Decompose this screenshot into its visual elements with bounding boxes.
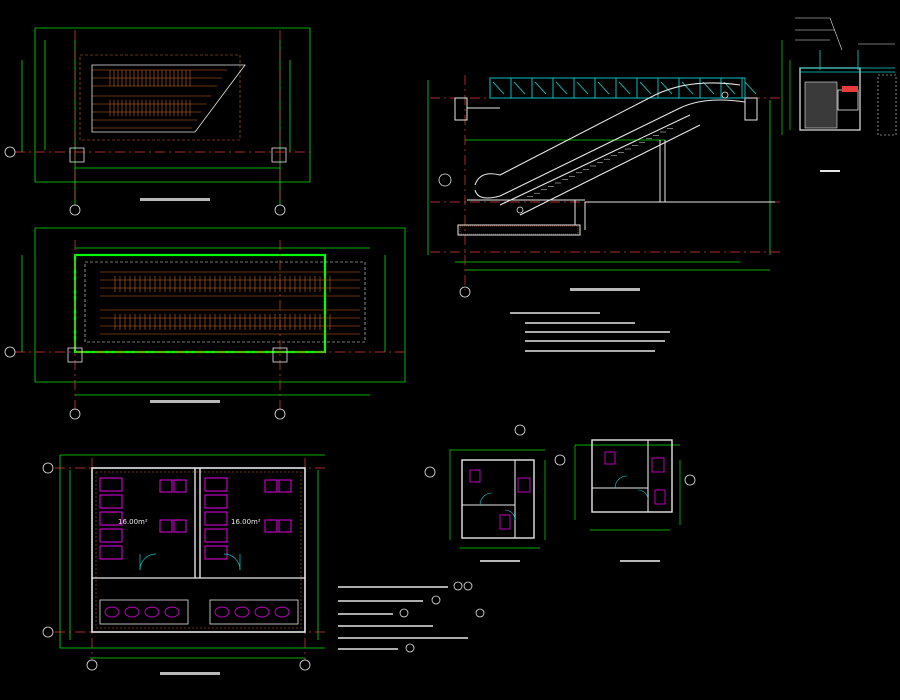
cad-fixture [278, 519, 292, 533]
cad-stroke [576, 81, 589, 95]
cad-fixture [159, 479, 173, 493]
cad-fixture [173, 479, 187, 493]
cad-stroke [618, 81, 631, 95]
cad-stroke [744, 81, 757, 95]
sink-fixture [214, 606, 230, 618]
cad-fixture [204, 545, 228, 560]
cad-stroke [681, 81, 694, 95]
escalator-section [427, 75, 780, 298]
escalator-lower-plan [4, 227, 406, 420]
cad-fixture [264, 479, 278, 493]
cad-fixture [99, 528, 123, 543]
toilet-plan: 16.00m² 16.00m² [42, 454, 325, 675]
cad-fixture [204, 511, 228, 526]
escalator-upper-plan [4, 27, 311, 216]
sink-fixture [234, 606, 250, 618]
cad-stroke [702, 81, 715, 95]
cad-fixture [99, 511, 123, 526]
cad-stroke [660, 81, 673, 95]
cad-fixture [99, 545, 123, 560]
sink-fixture [104, 606, 120, 618]
sink-fixture [164, 606, 180, 618]
cad-fixture [99, 494, 123, 509]
cad-stroke [597, 81, 610, 95]
notes-toilet [338, 581, 485, 653]
area-label-1: 16.00m² [118, 518, 148, 526]
cad-stroke [492, 81, 505, 95]
cad-fixture [264, 519, 278, 533]
area-label-2: 16.00m² [231, 518, 261, 526]
cad-stroke [534, 81, 547, 95]
notes-escalator [510, 312, 670, 352]
sink-fixture [254, 606, 270, 618]
cad-fixture [204, 494, 228, 509]
sink-fixture [144, 606, 160, 618]
cad-stroke [639, 81, 652, 95]
cad-fixture [204, 528, 228, 543]
detail-a [781, 17, 897, 172]
cad-stroke [555, 81, 568, 95]
small-toilet-plan-2 [554, 439, 696, 562]
cad-fixture [99, 477, 123, 492]
small-toilet-plan-1 [424, 424, 546, 562]
cad-fixture [173, 519, 187, 533]
cad-fixture [278, 479, 292, 493]
cad-fixture [204, 477, 228, 492]
sink-fixture [124, 606, 140, 618]
cad-stroke [513, 81, 526, 95]
sink-fixture [274, 606, 290, 618]
cad-fixture [159, 519, 173, 533]
